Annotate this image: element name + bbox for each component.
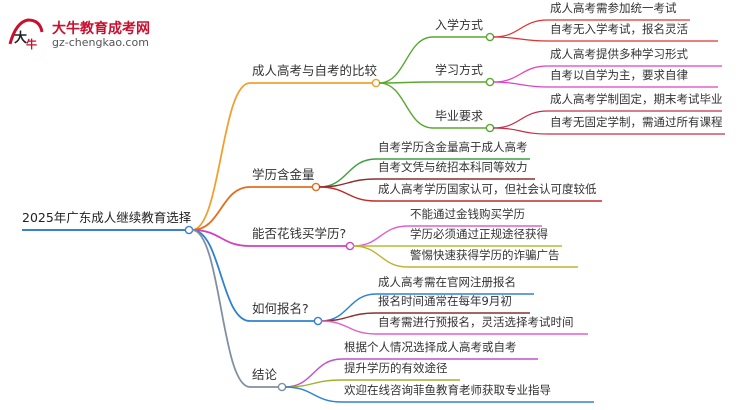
- branch-dot-3: [313, 316, 323, 326]
- child-dot-0-0: [485, 32, 495, 42]
- leaf-link-0-1-1: [492, 81, 549, 88]
- branch-node-3: 如何报名?: [252, 301, 309, 316]
- child-node-4-0: 根据个人情况选择成人高考或自考: [344, 340, 517, 354]
- child-node-2-2: 警惕快速获得学历的诈骗广告: [410, 248, 560, 262]
- leaf-link-0-0-1: [492, 36, 549, 42]
- leaf-node-0-0-1: 自考无入学考试，报名灵活: [550, 22, 688, 36]
- leaf-node-0-0-0: 成人高考需参加统一考试: [550, 1, 677, 15]
- branch-dot-4: [277, 382, 287, 392]
- child-node-3-1: 报名时间通常在每年9月初: [378, 294, 512, 308]
- child-link-2-0: [352, 225, 409, 247]
- child-dot-0-1: [485, 77, 495, 87]
- leaf-node-0-1-0: 成人高考提供多种学习形式: [550, 47, 688, 61]
- leaf-node-0-1-1: 自考以自学为主，要求自律: [550, 68, 688, 82]
- leaf-node-0-2-1: 自考无固定学制，需通过所有课程: [550, 115, 723, 129]
- svg-text:牛: 牛: [26, 37, 37, 51]
- watermark-title: 大牛教育成考网: [52, 21, 150, 37]
- child-link-1-2: [318, 186, 377, 202]
- branch-link-3: [191, 229, 251, 322]
- branch-node-2: 能否花钱买学历?: [252, 226, 347, 241]
- child-node-4-1: 提升学历的有效途径: [344, 361, 448, 375]
- child-dot-0-2: [485, 123, 495, 133]
- leaf-link-0-0-0: [492, 19, 549, 38]
- branch-link-1: [191, 186, 251, 231]
- child-node-4-2: 欢迎在线咨询菲鱼教育老师获取专业指导: [344, 383, 551, 397]
- branch-dot-2: [345, 241, 355, 251]
- leaf-link-0-2-0: [492, 110, 549, 129]
- child-link-0-2: [378, 82, 434, 129]
- watermark-logo: 大 牛 大牛教育成考网 gz-chengkao.com: [6, 14, 206, 54]
- child-node-1-2: 成人高考学历国家认可，但社会认可度较低: [378, 182, 597, 196]
- child-node-0-0: 入学方式: [435, 18, 484, 32]
- branch-dot-1: [311, 182, 321, 192]
- watermark-url: gz-chengkao.com: [52, 36, 149, 49]
- root-node: 2025年广东成人继续教育选择: [22, 210, 192, 225]
- child-link-3-2: [320, 320, 377, 335]
- child-node-0-2: 毕业要求: [435, 109, 484, 123]
- leaf-node-0-2-0: 成人高考学制固定，期末考试毕业: [550, 92, 723, 106]
- branch-link-2: [191, 229, 251, 247]
- branch-node-1: 学历含金量: [252, 167, 315, 182]
- leaf-link-0-2-1: [492, 127, 549, 135]
- child-node-1-1: 自考文凭与统招本科同等效力: [378, 160, 528, 174]
- child-node-2-0: 不能通过金钱购买学历: [410, 207, 525, 221]
- leaf-link-0-1-0: [492, 65, 549, 83]
- branch-dot-0: [371, 78, 381, 88]
- branch-node-4: 结论: [252, 367, 278, 382]
- child-node-1-0: 自考学历含金量高于成人高考: [378, 140, 528, 154]
- child-link-0-1: [378, 81, 434, 84]
- svg-text:大: 大: [14, 30, 27, 46]
- child-node-0-1: 学习方式: [435, 63, 484, 77]
- branch-link-4: [191, 229, 251, 388]
- child-node-3-2: 自考需进行预报名，灵活选择考试时间: [378, 315, 574, 329]
- root-connector-dot: [184, 225, 194, 235]
- child-node-2-1: 学历必须通过正规途径获得: [410, 227, 548, 241]
- child-link-2-2: [352, 245, 409, 268]
- child-link-4-2: [284, 386, 343, 403]
- child-link-0-0: [378, 36, 434, 84]
- child-node-3-0: 成人高考需在官网注册报名: [378, 275, 516, 289]
- branch-link-0: [191, 82, 251, 231]
- logo-seal-icon: 大 牛: [8, 18, 44, 51]
- branch-node-0: 成人高考与自考的比较: [252, 63, 378, 78]
